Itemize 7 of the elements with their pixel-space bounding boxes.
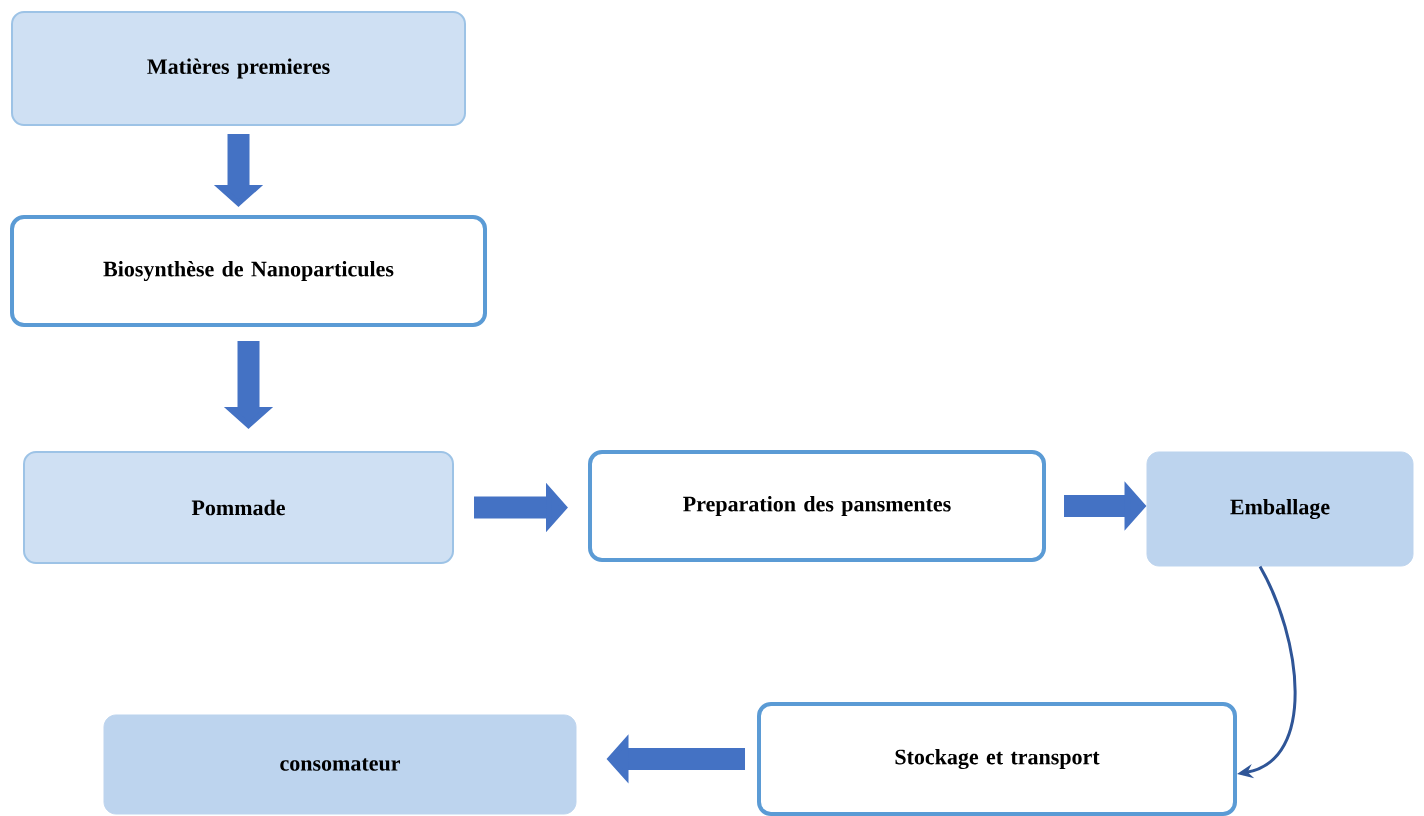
process-box: Emballage [1146,451,1414,567]
process-box: Pommade [23,451,454,564]
process-box: Biosynthèse de Nanoparticules [10,215,487,327]
process-box: Matières premieres [11,11,466,126]
process-box: consomateur [103,714,577,815]
process-box: Preparation des pansmentes [588,450,1046,562]
process-box: Stockage et transport [757,702,1237,816]
